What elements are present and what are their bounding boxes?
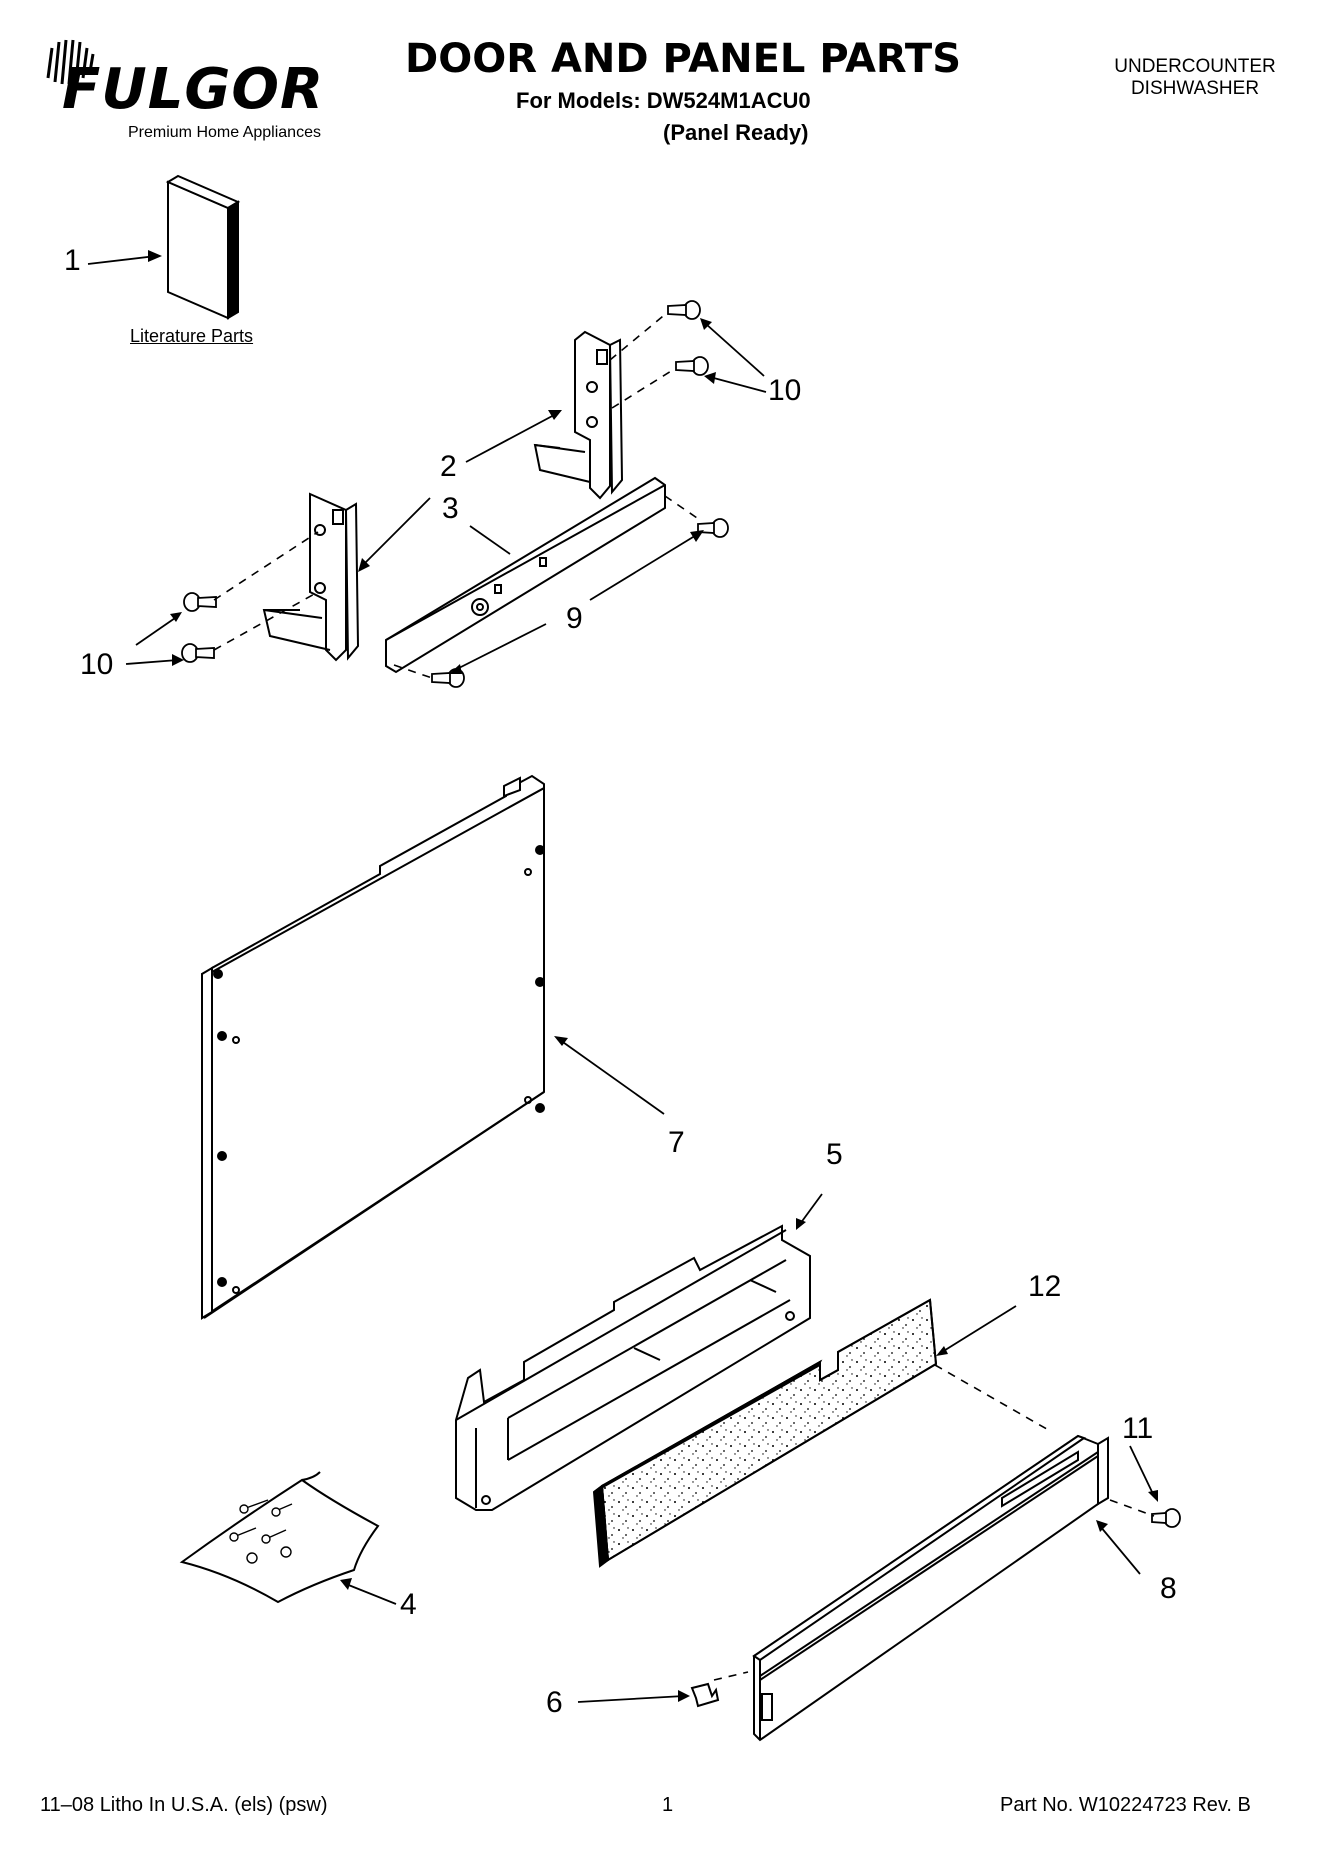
assembly-lines bbox=[213, 311, 1155, 1681]
footer-part-number: Part No. W10224723 Rev. B bbox=[1000, 1794, 1251, 1816]
brand-logo: FULGOR bbox=[62, 57, 325, 122]
callout-11: 11 bbox=[1122, 1412, 1154, 1445]
callout-9: 9 bbox=[566, 602, 583, 635]
product-line-1: UNDERCOUNTER bbox=[1114, 56, 1276, 77]
callout-2: 2 bbox=[440, 450, 457, 483]
brand-tagline: Premium Home Appliances bbox=[128, 124, 321, 141]
door-bracket-left bbox=[262, 492, 360, 662]
product-type: UNDERCOUNTER DISHWASHER bbox=[1095, 56, 1295, 100]
door-bracket-right bbox=[533, 330, 624, 500]
literature-booklet bbox=[165, 174, 241, 320]
literature-parts-link[interactable]: Literature Parts bbox=[130, 326, 254, 346]
callout-6: 6 bbox=[546, 1686, 563, 1719]
product-line-2: DISHWASHER bbox=[1130, 78, 1260, 99]
arrowheads bbox=[148, 250, 1158, 1702]
page-title: DOOR AND PANEL PARTS bbox=[405, 36, 962, 82]
door-panel bbox=[201, 774, 545, 1320]
callout-4: 4 bbox=[400, 1588, 417, 1621]
callout-10-upper: 10 bbox=[768, 374, 802, 407]
foam-insulation-strip bbox=[592, 1298, 938, 1568]
callout-8: 8 bbox=[1160, 1572, 1177, 1605]
callout-7: 7 bbox=[668, 1126, 685, 1159]
model-line: For Models: DW524M1ACU0 bbox=[516, 88, 811, 113]
panel-clip bbox=[690, 1682, 720, 1708]
mounting-rail bbox=[385, 476, 666, 674]
toe-kick-panel bbox=[752, 1434, 1109, 1742]
toe-kick-bracket bbox=[455, 1224, 811, 1511]
callout-1: 1 bbox=[64, 244, 81, 277]
callout-leaders bbox=[87, 255, 1155, 1703]
hardware-bag bbox=[179, 1471, 380, 1604]
variant-line: (Panel Ready) bbox=[663, 120, 809, 145]
callout-12: 12 bbox=[1028, 1270, 1062, 1303]
callout-3: 3 bbox=[442, 492, 459, 525]
callout-10-lower: 10 bbox=[80, 648, 114, 681]
fulgor-logo-icon bbox=[46, 39, 95, 85]
screw-group bbox=[181, 300, 1181, 1528]
footer-print-info: 11–08 Litho In U.S.A. (els) (psw) bbox=[40, 1794, 328, 1816]
callout-5: 5 bbox=[826, 1138, 843, 1171]
footer-page-number: 1 bbox=[662, 1794, 674, 1816]
